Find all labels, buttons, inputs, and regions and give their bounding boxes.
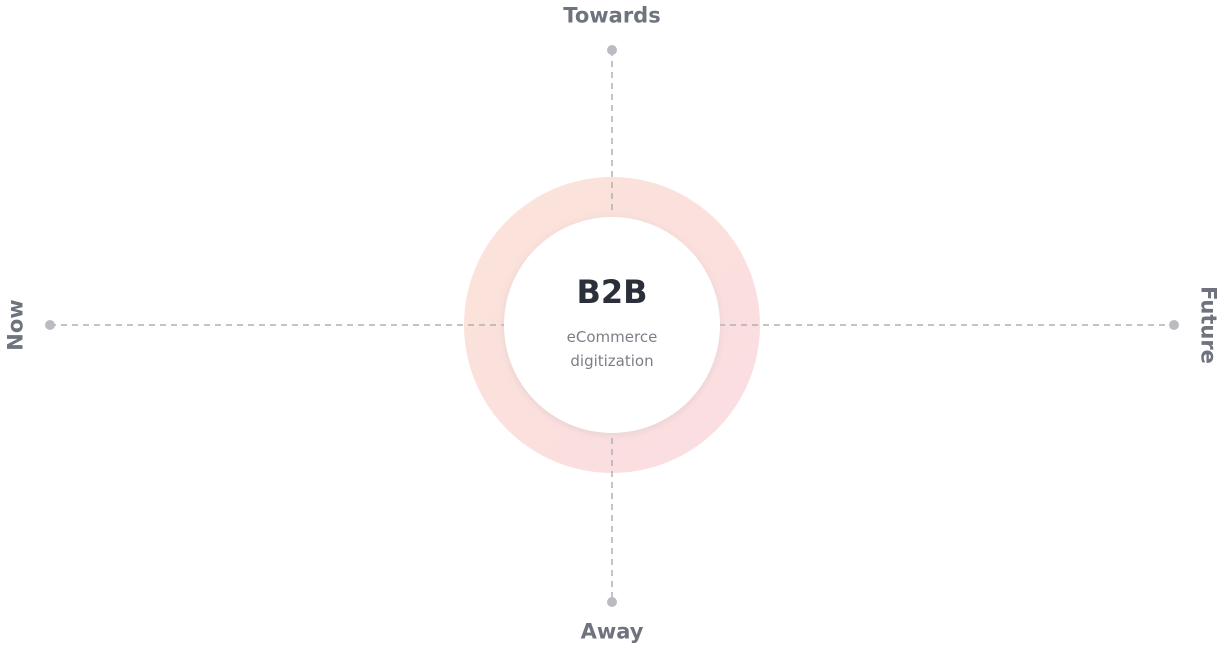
axis-label-towards: Towards — [563, 3, 661, 28]
center-subtitle-line-2: digitization — [570, 352, 654, 370]
endpoint-dot-right — [1169, 320, 1179, 330]
center-title: B2B — [576, 273, 648, 311]
endpoint-dot-bottom — [607, 597, 617, 607]
endpoint-dot-top — [607, 45, 617, 55]
axis-label-away: Away — [580, 619, 644, 644]
endpoint-dot-left — [45, 320, 55, 330]
axis-label-now: Now — [3, 299, 28, 351]
center-subtitle-line-1: eCommerce — [566, 328, 658, 346]
center-subtitle: eCommerce digitization — [512, 325, 712, 373]
axis-label-future: Future — [1196, 286, 1221, 364]
inner-disc — [504, 217, 720, 433]
